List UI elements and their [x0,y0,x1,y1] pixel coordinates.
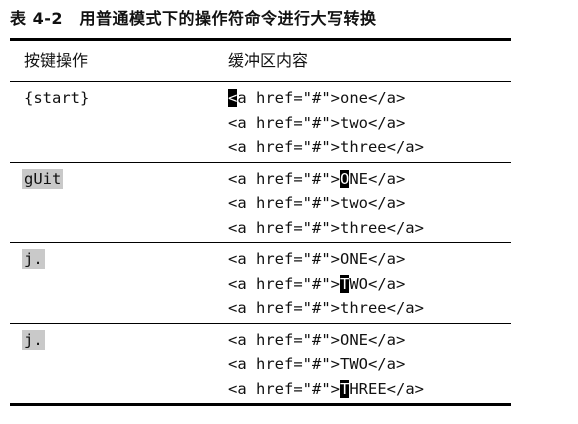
buffer-text-after-cursor: a href="#">one</a> [237,89,406,107]
cursor-block: < [228,89,238,107]
buffer-line: <a href="#">ONE</a> [228,328,511,353]
cursor-block: T [339,274,350,293]
buffer-line: <a href="#">three</a> [228,296,511,321]
keystroke-text: j. [22,329,45,350]
keystroke-buffer-table: 按键操作 缓冲区内容 {start}<a href="#">one</a><a … [10,38,511,406]
buffer-line: <a href="#">one</a> [228,86,511,111]
buffer-line: <a href="#">TWO</a> [228,272,511,297]
buffer-line: <a href="#">ONE</a> [228,167,511,192]
table-body: {start} <a href="#">one</a> <a href="#">tw… [10,82,511,403]
buffer-text-before-cursor: <a href="#">three</a> [228,299,424,317]
table-header-row: 按键操作 缓冲区内容 [10,41,511,82]
buffer-line: <a href="#">three</a> [228,216,511,241]
buffer-line: <a href="#">THREE</a> [228,377,511,402]
table-row: gUit <a href="#">ONE</a> <a href="#">two</… [10,163,511,243]
buffer-text-before-cursor: <a href="#">two</a> [228,194,406,212]
buffer-text-before-cursor: <a href="#"> [228,274,340,293]
cursor-block: O [339,169,350,188]
buffer-cell: <a href="#">one</a> <a href="#">two</a> <a… [228,86,511,160]
buffer-line: <a href="#">ONE</a> [228,247,511,272]
keystroke-cell: j. [10,328,228,402]
buffer-line: <a href="#">TWO</a> [228,352,511,377]
buffer-line: <a href="#">two</a> [228,111,511,136]
table-caption: 表 4-2 用普通模式下的操作符命令进行大写转换 [10,9,377,28]
table-row: {start} <a href="#">one</a> <a href="#">tw… [10,82,511,163]
buffer-text-before-cursor: <a href="#"> [228,379,340,398]
buffer-text-before-cursor: <a href="#">three</a> [228,218,424,237]
buffer-text-before-cursor: <a href="#">two</a> [228,113,406,132]
keystroke-cell: j. [10,247,228,321]
cursor-block: T [339,379,350,398]
keystroke-text: {start} [24,89,90,107]
buffer-cell: <a href="#">ONE</a> <a href="#">TWO</a> <a… [228,328,511,402]
table-row: j. <a href="#">ONE</a> <a href="#">TWO</a>… [10,243,511,324]
buffer-text-before-cursor: <a href="#">ONE</a> [228,250,406,268]
keystroke-cell: gUit [10,167,228,241]
buffer-line: <a href="#">three</a> [228,135,511,160]
buffer-text-after-cursor: HREE</a> [349,379,424,398]
buffer-cell: <a href="#">ONE</a> <a href="#">two</a> <a… [228,167,511,241]
buffer-text-after-cursor: NE</a> [349,169,406,188]
keystroke-cell: {start} [10,86,228,160]
buffer-text-before-cursor: <a href="#">ONE</a> [228,330,406,349]
buffer-cell: <a href="#">ONE</a><a href="#">TWO</a><a… [228,247,511,321]
header-buffer-contents: 缓冲区内容 [228,51,309,70]
buffer-text-before-cursor: <a href="#">three</a> [228,138,424,156]
buffer-text-after-cursor: WO</a> [349,274,406,293]
buffer-text-before-cursor: <a href="#">TWO</a> [228,355,406,373]
buffer-text-before-cursor: <a href="#"> [228,169,340,188]
table-row: j. <a href="#">ONE</a> <a href="#">TWO</a>… [10,324,511,404]
header-keystrokes: 按键操作 [24,51,89,70]
keystroke-text: j. [22,249,45,269]
keystroke-text: gUit [22,168,64,189]
buffer-line: <a href="#">two</a> [228,191,511,216]
